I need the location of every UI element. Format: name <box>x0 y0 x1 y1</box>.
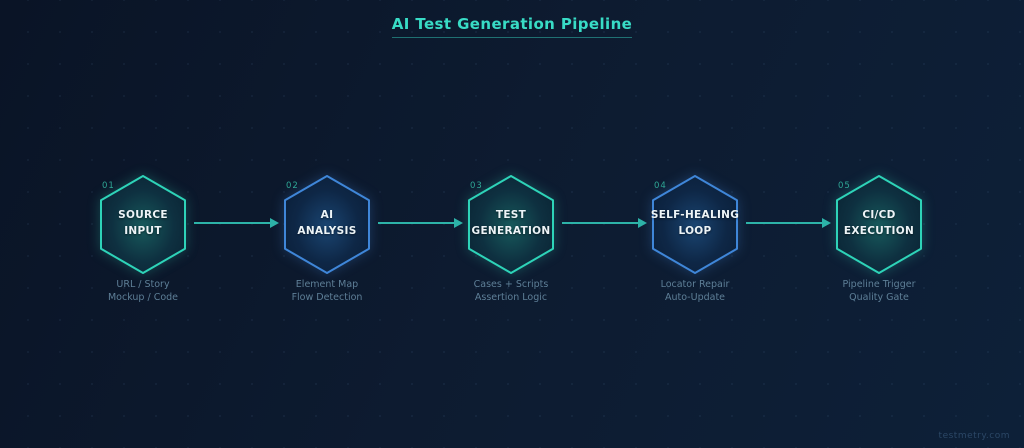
node-sublabel-line2: Flow Detection <box>291 292 363 303</box>
node-sublabels: Cases + Scripts Assertion Logic <box>436 278 586 304</box>
pipeline-node-self-healing-loop: 04 SELF-HEALING LOOP Locator Repair Auto… <box>640 170 750 310</box>
pipeline-node-test-generation: 03 TEST GENERATION Cases + Scripts Asser… <box>456 170 566 310</box>
hexagon-shape <box>836 175 922 274</box>
pipeline-node-ai-analysis: 02 AI ANALYSIS Element Map Flow Detectio… <box>272 170 382 310</box>
hexagon-shape <box>100 175 186 274</box>
node-sublabels: URL / Story Mockup / Code <box>68 278 218 304</box>
step-number: 01 <box>102 181 115 191</box>
watermark: testmetry.com <box>938 431 1010 441</box>
arrow-line <box>194 222 270 224</box>
node-title: SELF-HEALING LOOP <box>640 207 750 239</box>
flow-arrow <box>562 218 647 228</box>
arrow-line <box>746 222 822 224</box>
node-title-line1: TEST <box>495 209 527 221</box>
node-title-line2: INPUT <box>124 225 162 237</box>
node-sublabels: Pipeline Trigger Quality Gate <box>804 278 954 304</box>
node-title: AI ANALYSIS <box>272 207 382 239</box>
node-sublabels: Element Map Flow Detection <box>252 278 402 304</box>
node-sublabel-line1: URL / Story <box>116 279 170 290</box>
node-sublabel-line1: Element Map <box>295 279 359 290</box>
flow-arrow <box>746 218 831 228</box>
step-number: 03 <box>470 181 483 191</box>
pipeline-node-cicd-execution: 05 CI/CD EXECUTION Pipeline Trigger Qual… <box>824 170 934 310</box>
node-sublabels: Locator Repair Auto-Update <box>620 278 770 304</box>
node-title-line1: AI <box>320 209 334 221</box>
node-sublabel-line1: Pipeline Trigger <box>842 279 916 290</box>
node-sublabel-line1: Cases + Scripts <box>473 279 549 290</box>
arrow-head-icon <box>822 218 831 228</box>
node-sublabel-line2: Quality Gate <box>849 292 909 303</box>
node-sublabel-line2: Auto-Update <box>664 292 726 303</box>
node-title-line2: LOOP <box>678 225 712 237</box>
step-number: 04 <box>654 181 667 191</box>
arrow-head-icon <box>454 218 463 228</box>
arrow-line <box>378 222 454 224</box>
node-title-line1: CI/CD <box>862 209 896 221</box>
flow-arrow <box>194 218 279 228</box>
node-title-line2: GENERATION <box>471 225 551 237</box>
pipeline-node-source-input: 01 SOURCE INPUT URL / Story Mockup / Cod… <box>88 170 198 310</box>
step-number: 05 <box>838 181 851 191</box>
arrow-head-icon <box>270 218 279 228</box>
arrow-head-icon <box>638 218 647 228</box>
arrow-line <box>562 222 638 224</box>
hexagon-shape <box>284 175 370 274</box>
node-title: SOURCE INPUT <box>88 207 198 239</box>
node-title-line1: SELF-HEALING <box>650 209 740 221</box>
node-title-line1: SOURCE <box>118 209 168 221</box>
node-sublabel-line2: Assertion Logic <box>474 292 548 303</box>
hexagon-shape <box>652 175 738 274</box>
node-sublabel-line1: Locator Repair <box>660 279 730 290</box>
node-title: TEST GENERATION <box>456 207 566 239</box>
node-sublabel-line2: Mockup / Code <box>107 292 179 303</box>
node-title-line2: EXECUTION <box>843 225 915 237</box>
node-title-line2: ANALYSIS <box>297 225 357 237</box>
page-title: AI Test Generation Pipeline <box>391 15 633 38</box>
node-title: CI/CD EXECUTION <box>824 207 934 239</box>
step-number: 02 <box>286 181 299 191</box>
flow-arrow <box>378 218 463 228</box>
hexagon-shape <box>468 175 554 274</box>
diagram-header: AI Test Generation Pipeline <box>0 14 1024 38</box>
